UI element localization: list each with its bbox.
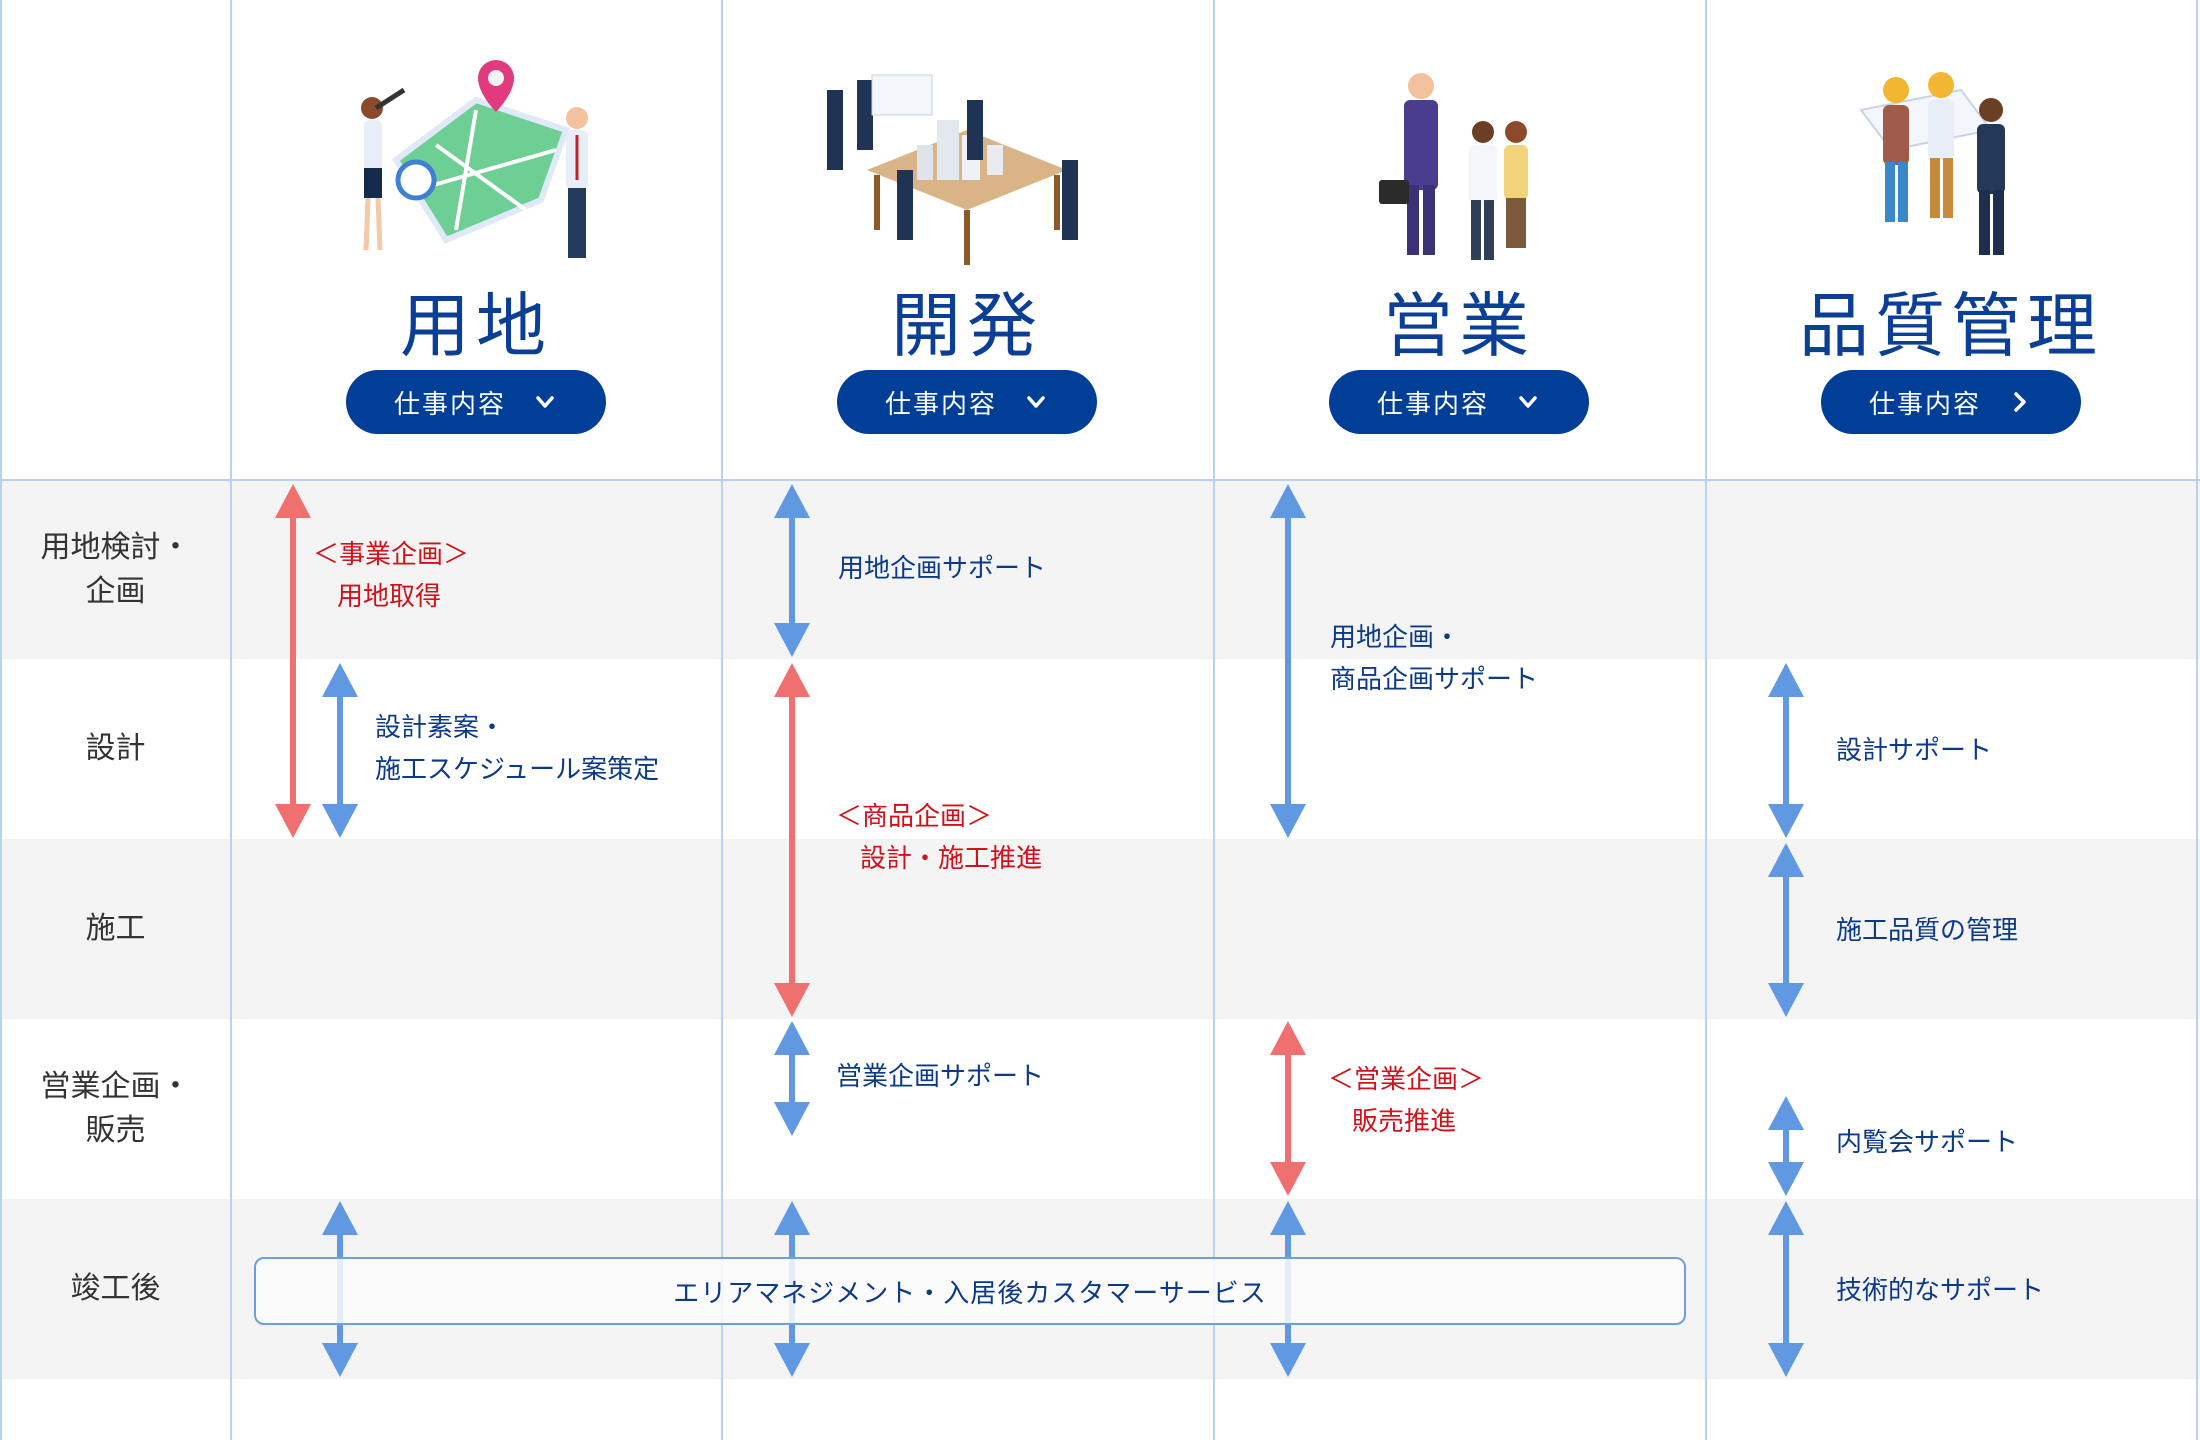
column-land: 用地 仕事内容 xyxy=(231,0,721,480)
land-lead-note: ＜事業企画＞ 用地取得 xyxy=(313,534,469,618)
note-line: 商品企画サポート xyxy=(1330,665,1539,695)
button-label: 仕事内容 xyxy=(884,389,997,420)
phase-label-line: 営業企画・ xyxy=(40,1069,191,1104)
note-line: 販売推進 xyxy=(1352,1107,1457,1137)
chevron-down-icon xyxy=(536,396,554,408)
chevron-down-icon xyxy=(1027,396,1045,408)
phase-label-line: 竣工後 xyxy=(70,1271,161,1306)
column-development: 開発 仕事内容 xyxy=(722,0,1212,480)
land-support-note: 設計素案・ 施工スケジュール案策定 xyxy=(375,707,659,791)
column-sales: 営業 仕事内容 xyxy=(1214,0,1704,480)
grid-line xyxy=(230,0,232,1440)
job-details-button[interactable]: 仕事内容 xyxy=(1329,370,1589,434)
column-quality-control: 品質管理 仕事内容 xyxy=(1706,0,2196,480)
button-label: 仕事内容 xyxy=(1868,389,1981,420)
job-details-button[interactable]: 仕事内容 xyxy=(1821,370,2081,434)
phase-label-sales: 営業企画・ 販売 xyxy=(0,1019,231,1199)
note-line: 営業企画サポート xyxy=(836,1062,1045,1092)
column-title: 用地 xyxy=(400,285,552,367)
grid-line xyxy=(721,0,723,1440)
job-details-button[interactable]: 仕事内容 xyxy=(837,370,1097,434)
dev-land-support-note: 用地企画サポート xyxy=(838,548,1046,590)
note-line: 設計素案・ xyxy=(375,713,506,743)
land-survey-illustration xyxy=(361,60,588,258)
note-line: 設計サポート xyxy=(1836,736,1993,766)
phase-label-design: 設計 xyxy=(0,659,231,839)
aftercare-banner: エリアマネジメント・入居後カスタマーサービス xyxy=(254,1257,1686,1325)
phase-label-line: 企画 xyxy=(85,573,146,609)
development-meeting-illustration xyxy=(827,74,1078,265)
row-band-planning xyxy=(0,480,2200,659)
header-divider xyxy=(0,479,2200,481)
note-line: ＜商品企画＞ xyxy=(836,802,993,832)
grid-line xyxy=(0,0,2,1440)
quality-inspection-illustration xyxy=(1859,72,2005,255)
note-line: 用地取得 xyxy=(337,582,442,612)
note-line: 用地企画サポート xyxy=(838,554,1047,584)
column-title: 品質管理 xyxy=(1799,285,2103,367)
button-label: 仕事内容 xyxy=(393,389,506,420)
phase-label-after-completion: 竣工後 xyxy=(0,1199,231,1379)
grid-line xyxy=(1705,0,1707,1440)
qc-construction-note: 施工品質の管理 xyxy=(1836,910,2018,952)
sales-lead-note: ＜営業企画＞ 販売推進 xyxy=(1328,1059,1484,1143)
note-line: ＜事業企画＞ xyxy=(313,540,470,570)
column-title: 開発 xyxy=(891,285,1043,367)
qc-design-note: 設計サポート xyxy=(1836,730,1992,772)
chevron-down-icon xyxy=(1519,396,1537,408)
phase-label-line: 販売 xyxy=(85,1113,146,1148)
phase-label-planning: 用地検討・ 企画 xyxy=(0,480,231,659)
job-details-button[interactable]: 仕事内容 xyxy=(346,370,606,434)
phase-label-line: 設計 xyxy=(85,731,146,766)
row-band-construction xyxy=(0,839,2200,1019)
note-line: 用地企画・ xyxy=(1330,623,1461,653)
phase-label-line: 施工 xyxy=(85,911,146,946)
phase-label-line: 用地検討・ xyxy=(40,529,191,565)
dev-sales-support-note: 営業企画サポート xyxy=(836,1056,1044,1098)
button-label: 仕事内容 xyxy=(1376,389,1489,420)
grid-line xyxy=(1213,0,1215,1440)
qc-technical-note: 技術的なサポート xyxy=(1836,1270,2044,1312)
sales-support-note: 用地企画・ 商品企画サポート xyxy=(1330,617,1538,701)
note-line: 施工スケジュール案策定 xyxy=(375,755,660,785)
row-band-sales xyxy=(0,1019,2200,1199)
column-title: 営業 xyxy=(1383,285,1535,367)
qc-preview-note: 内覧会サポート xyxy=(1836,1122,2018,1164)
note-line: 技術的なサポート xyxy=(1836,1276,2045,1306)
note-line: 内覧会サポート xyxy=(1836,1128,2019,1158)
aftercare-banner-label: エリアマネジメント・入居後カスタマーサービス xyxy=(673,1278,1267,1309)
sales-handshake-illustration xyxy=(1379,73,1528,260)
note-line: 設計・施工推進 xyxy=(860,844,1043,874)
note-line: ＜営業企画＞ xyxy=(1328,1065,1485,1095)
dev-lead-note: ＜商品企画＞ 設計・施工推進 xyxy=(836,796,1042,880)
phase-label-construction: 施工 xyxy=(0,839,231,1019)
note-line: 施工品質の管理 xyxy=(1836,916,2019,946)
grid-line xyxy=(2196,0,2198,1440)
chevron-right-icon xyxy=(2014,392,2026,412)
